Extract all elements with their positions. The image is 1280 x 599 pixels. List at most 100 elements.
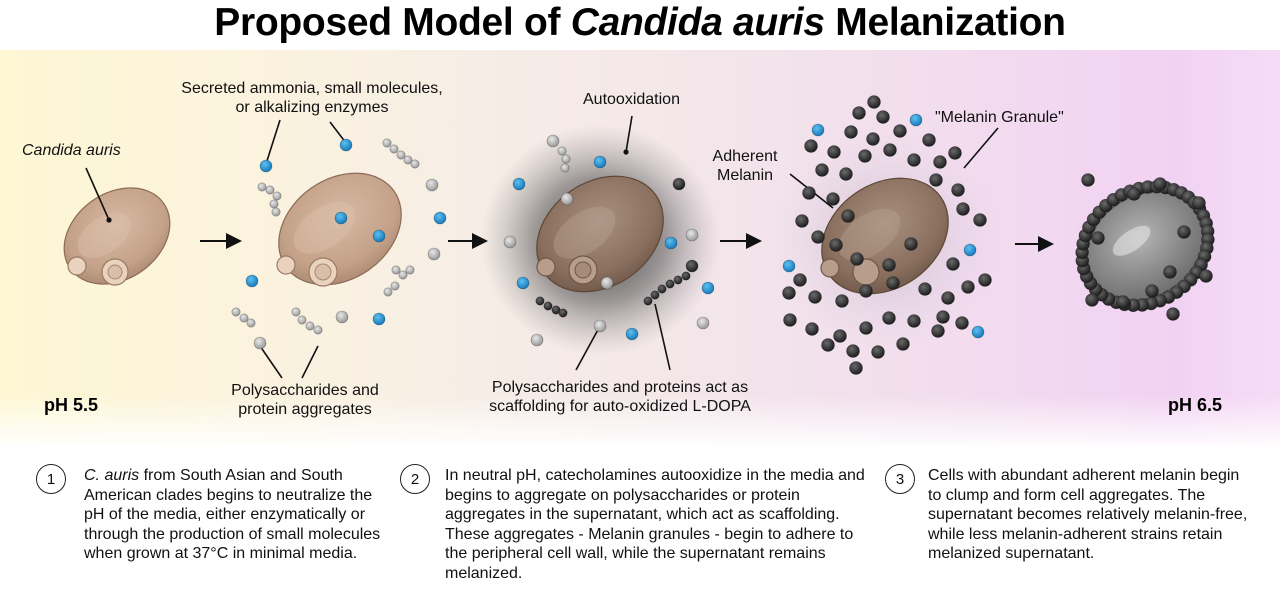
melanin-granule-icon — [922, 133, 936, 147]
label-melanin-granule: "Melanin Granule" — [935, 109, 1064, 126]
melanin-granule-icon — [808, 290, 822, 304]
melanin-granule-icon — [829, 238, 843, 252]
panel-fade — [0, 395, 1280, 450]
alkalizing-molecule-icon — [372, 312, 386, 326]
leader-dot — [623, 149, 629, 155]
bud-scar-icon — [820, 258, 840, 278]
melanin-granule-icon — [811, 230, 825, 244]
alkalizing-molecule-icon — [334, 211, 348, 225]
melanin-granule-icon — [867, 95, 881, 109]
melanin-granule-icon — [936, 310, 950, 324]
polysaccharide-bead-icon — [390, 281, 400, 291]
melanin-granule-icon — [933, 155, 947, 169]
melanin-granule-icon — [866, 132, 880, 146]
step-number-badge: 3 — [885, 464, 915, 494]
alkalizing-molecule-icon — [664, 236, 678, 250]
melanin-granule-icon — [1145, 284, 1159, 298]
melanin-granule-icon — [1177, 225, 1191, 239]
melanin-granule-icon — [951, 183, 965, 197]
alkalizing-molecule-icon — [245, 274, 259, 288]
polysaccharide-bead-icon — [272, 191, 282, 201]
melanin-granule-icon — [846, 344, 860, 358]
polysaccharide-bead-icon — [231, 307, 241, 317]
alkalizing-molecule-icon — [339, 138, 353, 152]
protein-aggregate-icon — [427, 247, 441, 261]
title-species: Candida auris — [570, 1, 825, 44]
alkalizing-molecule-icon — [372, 229, 386, 243]
protein-aggregate-icon — [503, 235, 517, 249]
melanin-granule-icon — [1116, 295, 1130, 309]
polysaccharide-bead-icon — [305, 321, 315, 331]
melanin-granule-icon — [852, 106, 866, 120]
protein-aggregate-icon — [335, 310, 349, 324]
polysaccharide-bead-icon — [561, 154, 571, 164]
polysaccharide-bead-icon — [265, 185, 275, 195]
leader-line-polys-1 — [259, 345, 283, 379]
melanin-granule-icon — [804, 139, 818, 153]
protein-aggregate-icon — [685, 228, 699, 242]
leader-line-scaffold-2 — [654, 303, 671, 371]
melanin-granule-icon — [833, 329, 847, 343]
title-prefix: Proposed Model of — [214, 1, 571, 44]
label-polys-line1: Polysaccharides and — [231, 382, 379, 399]
step-number-badge: 1 — [36, 464, 66, 494]
diagram-title: Proposed Model of Candida auris Melaniza… — [0, 0, 1280, 46]
label-scaffolding: Polysaccharides and proteins act as scaf… — [470, 378, 770, 416]
melanin-granule-icon — [973, 213, 987, 227]
polysaccharide-bead-icon — [271, 207, 281, 217]
polysaccharide-bead-icon — [410, 159, 420, 169]
particle-layer — [231, 95, 1215, 375]
alkalizing-molecule-icon — [259, 159, 273, 173]
leader-line-autooxidation — [625, 115, 633, 153]
label-secreted-line2: or alkalizing enzymes — [235, 99, 389, 116]
ph-end-label: pH 6.5 — [1168, 395, 1223, 415]
alkalizing-molecule-icon — [782, 259, 796, 273]
melanin-granule-icon — [886, 276, 900, 290]
polysaccharide-bead-icon — [396, 150, 406, 160]
melanin-granule-icon — [850, 252, 864, 266]
melanin-granule-icon — [896, 337, 910, 351]
melanin-granule-icon — [961, 280, 975, 294]
melanin-granule-icon — [956, 202, 970, 216]
protein-aggregate-icon — [530, 333, 544, 347]
polysaccharide-bead-icon — [398, 270, 408, 280]
melanin-granule-icon — [782, 286, 796, 300]
melanin-chain-icon — [673, 275, 683, 285]
label-autooxidation: Autooxidation — [583, 91, 680, 108]
protein-aggregate-icon — [546, 134, 560, 148]
polysaccharide-bead-icon — [382, 138, 392, 148]
melanin-granule-icon — [907, 153, 921, 167]
leader-dot — [106, 217, 112, 223]
alkalizing-molecule-icon — [433, 211, 447, 225]
label-secreted-line1: Secreted ammonia, small molecules, — [181, 80, 443, 97]
step-italic-prefix: C. auris — [84, 467, 140, 484]
polysaccharide-bead-icon — [313, 325, 323, 335]
step-description: In neutral pH, catecholamines autooxidiz… — [445, 466, 870, 584]
step-body: In neutral pH, catecholamines autooxidiz… — [445, 467, 865, 582]
bud-scar-center-icon — [574, 261, 592, 279]
melanin-granule-icon — [1127, 187, 1141, 201]
leader-line-candida — [85, 167, 110, 221]
melanin-granule-icon — [941, 291, 955, 305]
protein-aggregate-icon — [600, 276, 614, 290]
melanin-granule-icon — [1192, 196, 1206, 210]
label-adherent-melanin: Adherent Melanin — [700, 147, 790, 185]
polysaccharide-bead-icon — [560, 163, 570, 173]
melanin-granule-icon — [685, 259, 699, 273]
melanin-granule-icon — [805, 322, 819, 336]
melanin-granule-icon — [841, 209, 855, 223]
melanin-granule-icon — [858, 149, 872, 163]
melanin-chain-icon — [657, 284, 667, 294]
melanin-granule-icon — [783, 313, 797, 327]
polysaccharide-bead-icon — [383, 287, 393, 297]
leader-line-granule — [963, 127, 999, 169]
melanin-granule-icon — [1166, 307, 1180, 321]
alkalizing-molecule-icon — [625, 327, 639, 341]
melanin-granule-icon — [893, 124, 907, 138]
melanin-granule-icon — [839, 167, 853, 181]
melanin-granule-icon — [826, 192, 840, 206]
protein-aggregate-icon — [560, 192, 574, 206]
melanin-granule-icon — [904, 237, 918, 251]
melanin-granule-icon — [1091, 231, 1105, 245]
